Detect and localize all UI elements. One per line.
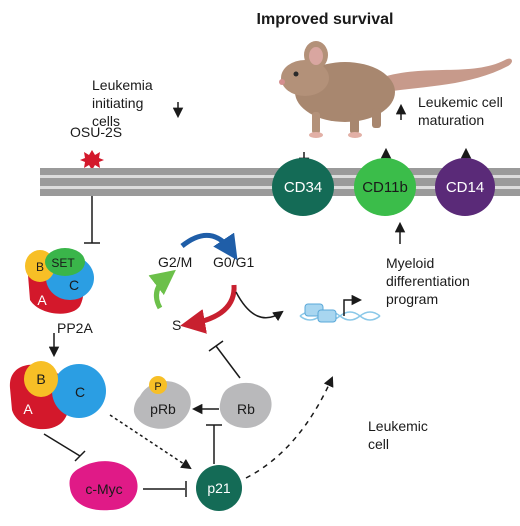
s-label: S xyxy=(172,317,181,333)
cmyc-protein: c-Myc xyxy=(69,461,138,511)
mouse-illustration xyxy=(279,41,512,138)
complex-c-label: C xyxy=(69,277,79,293)
active-pp2a: B C A xyxy=(9,361,106,430)
lic-label-line1: Leukemia xyxy=(92,77,153,93)
pp2a-cmyc-inhibition-bar xyxy=(74,450,86,462)
pp2a-cmyc-inhibition-line xyxy=(43,433,81,457)
myeloid-label-line1: Myeloid xyxy=(386,255,434,271)
cmyc-label: c-Myc xyxy=(85,481,122,497)
pp2a-label: PP2A xyxy=(57,320,93,336)
s-to-g2m-arrow xyxy=(148,269,176,310)
g2m-to-g0g1-arrow xyxy=(180,232,238,261)
rb-label: Rb xyxy=(237,401,255,417)
cell-cycle: G2/M G0/G1 S xyxy=(148,232,284,334)
phosphate-icon xyxy=(149,376,167,394)
g0g1-to-dna-arrow xyxy=(235,291,284,322)
osu-2s-star-icon xyxy=(80,150,104,170)
p21-protein: p21 xyxy=(196,465,242,511)
dna-promoter-icon xyxy=(299,294,381,323)
rb-protein: Rb xyxy=(219,382,272,428)
p21-label: p21 xyxy=(207,480,231,496)
prb-protein: pRb P xyxy=(133,376,191,429)
leukemic-cell-label-line2: cell xyxy=(368,436,389,452)
complex-set-label: SET xyxy=(51,256,75,270)
set-pp2a-complex: B SET C A xyxy=(25,248,94,314)
cd11b-label: CD11b xyxy=(362,179,408,196)
active-c-label: C xyxy=(75,384,85,400)
leukemic-cell-label-line1: Leukemic xyxy=(368,418,428,434)
complex-b-label: B xyxy=(36,260,44,274)
cd14-label: CD14 xyxy=(446,179,484,196)
pp2a-p21-dotted-arrow xyxy=(109,414,192,470)
active-b-label: B xyxy=(36,371,45,387)
title: Improved survival xyxy=(257,11,394,28)
myeloid-label-line2: differentiation xyxy=(386,273,470,289)
cd11b-marker: CD11b xyxy=(354,158,416,216)
osu-2s-label: OSU-2S xyxy=(70,124,122,140)
myeloid-label-line3: program xyxy=(386,291,438,307)
maturation-label-line1: Leukemic cell xyxy=(418,94,503,110)
cd34-marker: CD34 xyxy=(272,158,334,216)
maturation-label-line2: maturation xyxy=(418,112,484,128)
g0g1-to-s-arrow xyxy=(180,284,237,334)
cd34-label: CD34 xyxy=(284,179,322,196)
g2m-label: G2/M xyxy=(158,254,192,270)
lic-label-line2: initiating xyxy=(92,95,143,111)
rb-inhibition-bar xyxy=(208,340,224,352)
cd14-marker: CD14 xyxy=(435,158,495,216)
complex-a-label: A xyxy=(37,292,47,308)
g0g1-label: G0/G1 xyxy=(213,254,254,270)
rb-inhibition-line xyxy=(215,345,241,379)
prb-label: pRb xyxy=(150,401,176,417)
active-a-label: A xyxy=(23,401,33,417)
phosphate-label: P xyxy=(154,381,161,393)
lic-label-line3: cells xyxy=(92,113,120,129)
p21-dashed-arrow xyxy=(245,376,334,479)
